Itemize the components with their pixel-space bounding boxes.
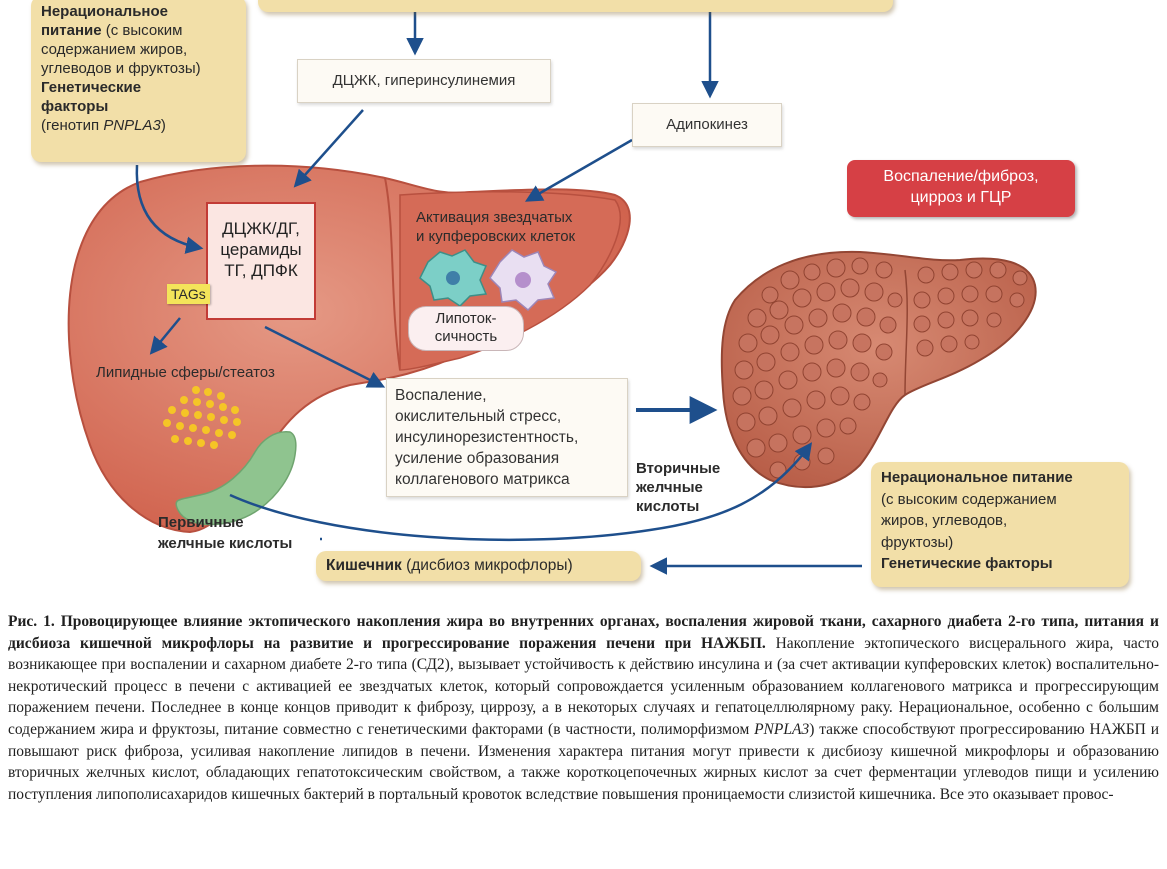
stellate-cell-icon xyxy=(419,249,488,307)
dczhk-box: ДЦЖК, гиперинсулинемия xyxy=(297,59,551,103)
arrow-left-box-to-pink xyxy=(135,164,204,254)
secondary-bile-line1: Вторичные xyxy=(636,460,721,477)
risk-line2-rest: (с высоким xyxy=(101,22,183,39)
risk-line7-gene: PNPLA3 xyxy=(103,117,161,134)
flow-arrows xyxy=(135,12,862,575)
effects-line5: коллагенового матрикса xyxy=(395,471,570,488)
risk-line7-prefix: (генотип xyxy=(41,117,104,134)
lipotoxicity-line2: сичность xyxy=(434,328,498,345)
lipid-spheres-label: Липидные сферы/стеатоз xyxy=(96,364,275,381)
dczhk-box-text: ДЦЖК, гиперинсулинемия xyxy=(332,72,516,89)
adipokines-box-text: Адипокинез xyxy=(666,116,748,133)
risk-line6: факторы xyxy=(41,98,109,115)
cell-activation-line2: и купферовских клеток xyxy=(416,228,576,245)
risk-line4: углеводов и фруктозы) xyxy=(41,60,201,77)
primary-bile-line1: Первичные xyxy=(158,514,244,531)
arrow-gallbladder-to-secondary xyxy=(229,442,813,542)
gut-box-rest: (дисбиоз микрофлоры) xyxy=(401,557,573,574)
effects-line1: Воспаление, xyxy=(395,387,487,404)
cirrhotic-liver-icon xyxy=(720,250,1037,489)
risk-line1: Нерациональное xyxy=(41,3,169,20)
gallbladder-icon xyxy=(175,431,297,526)
arrow-dczhk-to-pink xyxy=(293,109,364,188)
inflammation-line2: цирроз и ГЦР xyxy=(910,189,1012,206)
nafld-diagram: Нерациональное питание (с высоким содерж… xyxy=(31,0,1129,587)
primary-bile-acids-label: Первичные желчные кислоты xyxy=(158,512,292,554)
effects-box: Воспаление, окислительный стресс, инсули… xyxy=(386,378,628,497)
lipotoxicity-line1: Липоток- xyxy=(435,310,497,327)
cell-activation-label: Активация звездчатых и купферовских клет… xyxy=(416,208,626,246)
risk-line7: (генотип PNPLA3) xyxy=(41,116,236,135)
risk-factors-box-right: Нерациональное питание (с высоким содерж… xyxy=(871,462,1129,587)
arrow-pink-to-effects xyxy=(264,325,386,388)
caption-title: Рис. 1. Провоцирующее влияние эктопическ… xyxy=(8,613,1159,652)
effects-line2: окислительный стресс, xyxy=(395,408,562,425)
right-box-line5: Генетические факторы xyxy=(881,555,1053,572)
gut-box: Кишечник (дисбиоз микрофлоры) xyxy=(316,551,641,581)
right-box-line3: жиров, углеводов, xyxy=(881,512,1008,529)
effects-line4: усиление образования xyxy=(395,450,560,467)
effects-line3: инсулинорезистентность, xyxy=(395,429,579,446)
fat-droplets-icon xyxy=(163,386,241,449)
primary-bile-line2: желчные кислоты xyxy=(158,535,293,552)
secondary-bile-acids-label: Вторичные желчные кислоты xyxy=(636,459,720,516)
secondary-bile-line2: желчные xyxy=(636,479,703,496)
figure-caption: Рис. 1. Провоцирующее влияние эктопическ… xyxy=(8,611,1159,805)
arrow-tags-to-lipid xyxy=(149,317,181,355)
risk-line2: питание (с высоким xyxy=(41,21,236,40)
secondary-bile-line3: кислоты xyxy=(636,498,700,515)
risk-line2-bold: питание xyxy=(41,22,102,39)
inflammation-fibrosis-box: Воспаление/фиброз, цирроз и ГЦР xyxy=(847,160,1075,217)
lipid-species-line1: ДЦЖК/ДГ, xyxy=(222,219,300,238)
risk-line3: содержанием жиров, xyxy=(41,41,188,58)
lipid-species-line2: церамиды xyxy=(220,240,302,259)
right-box-line1: Нерациональное питание xyxy=(881,469,1073,486)
caption-gene: PNPLA3 xyxy=(754,720,810,738)
risk-line7-suffix: ) xyxy=(160,117,166,134)
gut-box-bold: Кишечник xyxy=(326,557,402,574)
lipid-species-line3: ТГ, ДПФК xyxy=(224,261,298,280)
lipotoxicity-label: Липоток- сичность xyxy=(408,306,524,351)
caption-body-part2: ) также способствуют прогрессированию НА… xyxy=(8,720,1160,803)
kupffer-cell-icon xyxy=(489,249,558,312)
risk-line5: Генетические xyxy=(41,79,142,96)
lipid-species-box: ДЦЖК/ДГ, церамиды ТГ, ДПФК xyxy=(206,202,316,320)
inflammation-line1: Воспаление/фиброз, xyxy=(883,168,1039,185)
right-box-line2: (с высоким содержанием xyxy=(881,490,1057,508)
top-center-box xyxy=(258,0,893,12)
tags-label: TAGs xyxy=(167,284,210,304)
arrow-adipokines-to-activation xyxy=(524,138,633,202)
adipokines-box: Адипокинез xyxy=(632,103,782,147)
risk-factors-box-top: Нерациональное питание (с высоким содерж… xyxy=(31,0,246,162)
cell-activation-line1: Активация звездчатых xyxy=(416,209,573,226)
right-box-line4: фруктозы) xyxy=(881,533,954,551)
caption-body-part1: Накопление эктопического висцерального ж… xyxy=(8,634,1159,738)
